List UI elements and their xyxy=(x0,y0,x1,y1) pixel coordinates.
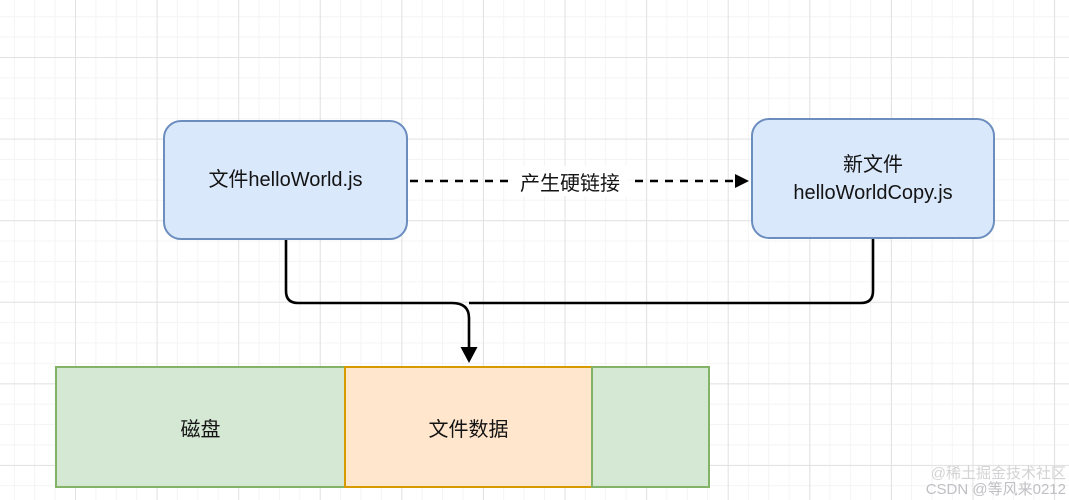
node-source-file-label: 文件helloWorld.js xyxy=(208,169,363,191)
copy-to-data-edge xyxy=(460,239,875,363)
node-source-file: 文件helloWorld.js xyxy=(163,120,408,240)
disk-section: 磁盘 xyxy=(55,366,346,488)
file-data-section: 文件数据 xyxy=(344,366,593,488)
file-data-section-label: 文件数据 xyxy=(428,418,509,441)
disk-extra-section xyxy=(591,366,710,488)
watermark: @稀土掘金技术社区 CSDN @等风来0212 xyxy=(926,466,1066,498)
watermark-csdn: CSDN @等风来0212 xyxy=(925,481,1066,498)
disk-section-label: 磁盘 xyxy=(180,418,221,441)
node-copy-file-label: 新文件 helloWorldCopy.js xyxy=(793,153,953,204)
source-to-data-edge xyxy=(284,240,471,348)
arrowhead-right-icon xyxy=(735,174,749,188)
node-copy-file: 新文件 helloWorldCopy.js xyxy=(751,118,995,239)
hard-link-edge-label-text: 产生硬链接 xyxy=(520,172,620,195)
watermark-juejin: @稀土掘金技术社区 xyxy=(930,465,1066,482)
hard-link-edge-label: 产生硬链接 xyxy=(512,166,628,196)
arrowhead-down-icon xyxy=(460,347,478,363)
